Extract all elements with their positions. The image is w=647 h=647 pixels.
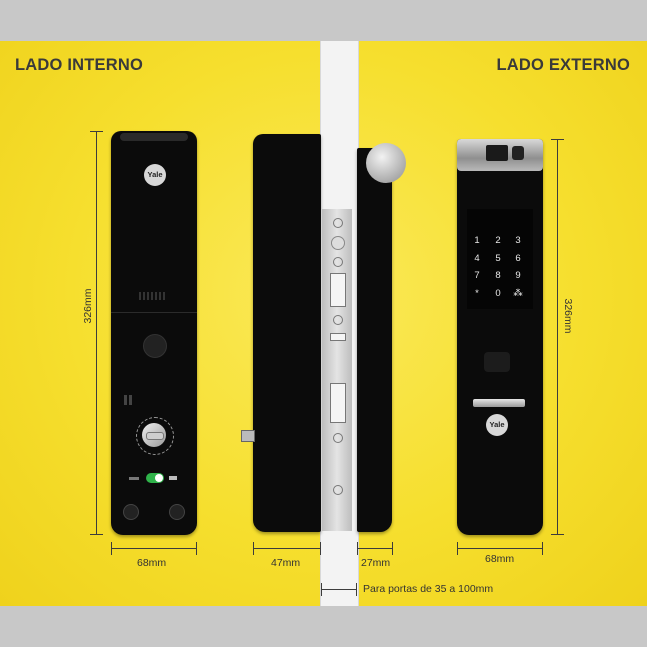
inside-top-cap [120,133,188,141]
thumb-turn-knob [142,423,166,447]
inside-lock-body [111,131,197,535]
side-outer-cap-right [392,542,393,555]
inside-height-line [96,131,97,535]
mode-indicator [169,476,177,480]
outside-height-line [557,139,558,535]
inside-height-label: 326mm [82,288,94,324]
keypad-key-3: 3 [515,235,521,246]
side-inner-body [253,134,321,532]
outside-height-label: 326mm [562,298,574,334]
outside-width-cap-left [457,542,458,555]
door-range-label: Para portas de 35 a 100mm [363,583,494,595]
outside-lock-body [457,139,543,535]
bottom-gray-band [0,606,647,647]
side-inner-depth-line [253,548,321,549]
inside-brand-logo: Yale [144,164,166,186]
outer-metal-trim [473,399,525,407]
thumb-turn-dial [136,417,174,455]
inside-width-line [111,548,197,549]
keypad-key-5: 5 [495,253,501,264]
fingerprint-sensor [484,352,510,372]
side-inner-cap-right [320,542,321,555]
mode-label-mark [129,477,139,480]
inside-height-cap-top [90,131,103,132]
outside-height-cap-bottom [551,534,564,535]
keypad-key-8: 8 [495,270,501,281]
side-lever-tab [241,430,255,442]
inside-height-cap-bottom [90,534,103,535]
keypad-key-4: 4 [474,253,480,264]
side-outer-cap-left [357,542,358,555]
side-outer-depth-label: 27mm [361,557,391,569]
inside-screw-left [123,504,139,520]
inside-side-heading: LADO INTERNO [15,56,143,74]
keypad-key-hash-icon: ⁂ [513,288,523,299]
door-range-cap-right [356,583,357,596]
outside-width-label: 68mm [485,553,515,565]
inside-slot-left [124,395,127,405]
outside-width-line [457,548,543,549]
inside-width-label: 68mm [137,557,167,569]
top-gray-band [0,0,647,41]
keypad-key-star: * [475,288,479,299]
outside-width-cap-right [542,542,543,555]
side-inner-depth-label: 47mm [271,557,301,569]
side-outer-body [357,148,392,532]
outer-handle-cover [457,139,543,171]
inside-screw-right [169,504,185,520]
side-outer-depth-line [357,548,393,549]
outside-height-cap-top [551,139,564,140]
mode-toggle [146,473,164,483]
mortise-faceplate [322,209,352,531]
outside-side-heading: LADO EXTERNO [496,56,630,74]
inside-width-cap-right [196,542,197,555]
outside-brand-logo: Yale [486,414,508,436]
side-inner-cap-left [253,542,254,555]
door-range-line [321,589,357,590]
outer-handle-cylinder [366,143,406,183]
touch-keypad [467,209,533,309]
door-range-cap-left [321,583,322,596]
inside-slot-right [129,395,132,405]
keypad-key-9: 9 [515,270,521,281]
speaker-grille [139,292,167,300]
battery-cover-seam [111,312,197,313]
keypad-key-1: 1 [474,235,480,246]
keypad-key-6: 6 [515,253,521,264]
keypad-key-2: 2 [495,235,501,246]
inside-width-cap-left [111,542,112,555]
keypad-key-7: 7 [474,270,480,281]
keypad-key-0: 0 [495,288,501,299]
inside-button [143,334,167,358]
